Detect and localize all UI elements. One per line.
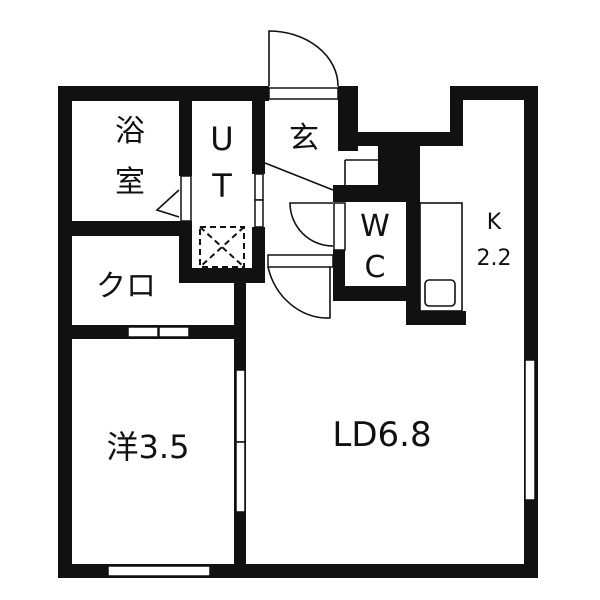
walls [58,86,538,578]
doors [155,30,378,319]
bath-label-2: 室 [115,165,145,200]
fixtures [199,202,463,312]
closet-label: クロ [96,269,156,304]
ld-label: LD6.8 [332,415,431,455]
bath-label-1: 浴 [115,114,145,149]
ut-label-2: T [211,167,232,205]
kitchen-label-2: 2.2 [477,246,512,271]
kitchen-label-1: K [487,210,502,235]
kitchen-counter [419,202,463,312]
western-room-label: 洋3.5 [107,428,190,466]
entrance-label: 玄 [289,121,319,156]
windows [107,87,536,577]
ut-label-1: U [210,120,233,158]
wc-label-1: W [360,209,390,244]
room-labels: 浴 室 U T 玄 W C K 2.2 クロ 洋3.5 LD6.8 [96,114,512,466]
sink [424,279,456,307]
wc-label-2: C [365,250,386,285]
washer-space [199,226,245,268]
